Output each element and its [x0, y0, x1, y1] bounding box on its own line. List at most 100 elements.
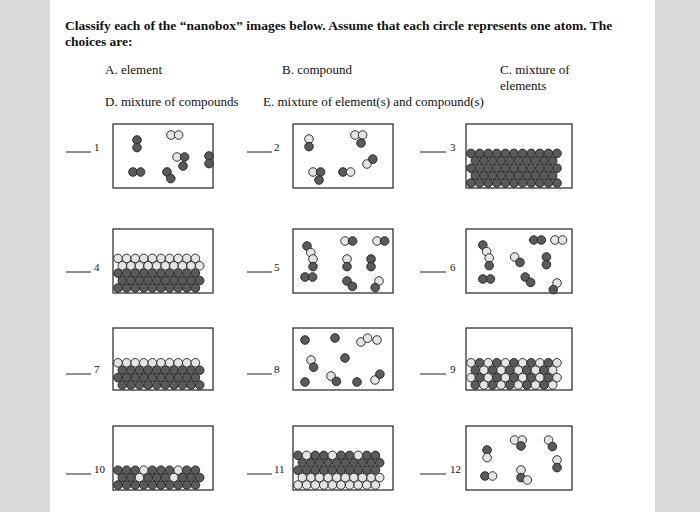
- atom: [516, 258, 525, 267]
- atom: [531, 381, 540, 390]
- atom: [367, 262, 376, 271]
- atom: [161, 381, 170, 390]
- atom: [118, 381, 127, 390]
- atom: [309, 262, 318, 271]
- answer-blank: [420, 374, 446, 375]
- item-number: 10: [94, 463, 105, 476]
- answer-blank: [420, 272, 446, 273]
- atom: [332, 377, 341, 386]
- atom: [331, 334, 340, 343]
- atom: [523, 381, 532, 390]
- atom: [518, 179, 527, 188]
- nanobox: [293, 229, 393, 293]
- atom: [346, 168, 355, 177]
- atom: [165, 284, 174, 293]
- atom: [358, 131, 367, 140]
- atom: [363, 334, 372, 343]
- nanobox: [293, 124, 393, 188]
- atom: [371, 283, 380, 292]
- atom: [301, 378, 310, 387]
- atom: [505, 381, 514, 390]
- atom: [183, 284, 192, 293]
- atom: [157, 481, 166, 490]
- answer-choice: B. compound: [282, 62, 352, 78]
- atom: [353, 378, 362, 387]
- answer-blank: [247, 152, 272, 153]
- item-number: 1: [94, 141, 100, 154]
- answer-blank: [247, 474, 272, 475]
- item-number: 6: [450, 261, 456, 274]
- atom: [501, 179, 510, 188]
- atom: [165, 481, 174, 490]
- item-number: 9: [450, 363, 456, 376]
- atom: [328, 481, 337, 490]
- atom: [488, 381, 497, 390]
- paper-sheet: [50, 0, 655, 512]
- atom: [510, 179, 519, 188]
- item-number: 3: [450, 141, 456, 154]
- atom: [548, 442, 557, 451]
- atom: [337, 481, 346, 490]
- item-number: 2: [274, 141, 280, 154]
- atom: [148, 481, 157, 490]
- atom: [178, 381, 187, 390]
- atom: [536, 179, 545, 188]
- atom: [183, 481, 192, 490]
- atom: [548, 381, 557, 390]
- atom: [136, 168, 145, 177]
- answer-blank: [420, 474, 446, 475]
- atom: [480, 381, 489, 390]
- nanobox-frame: [466, 328, 572, 390]
- atom: [114, 284, 123, 293]
- item-number: 11: [274, 463, 285, 476]
- atom: [127, 381, 136, 390]
- atom: [180, 153, 189, 162]
- atom: [205, 159, 214, 168]
- atom: [140, 481, 149, 490]
- answer-blank: [66, 474, 91, 475]
- atom: [380, 237, 389, 246]
- atom: [373, 336, 382, 345]
- nanobox-frame: [466, 124, 572, 188]
- answer-blank: [420, 152, 446, 153]
- atom: [488, 472, 497, 481]
- nanobox: [113, 124, 213, 188]
- atom: [348, 282, 357, 291]
- answer-blank: [247, 374, 272, 375]
- atom: [544, 179, 553, 188]
- nanobox-frame: [293, 229, 393, 293]
- atom: [485, 261, 494, 270]
- atom: [114, 481, 123, 490]
- atom: [553, 463, 562, 472]
- atom: [467, 179, 476, 188]
- nanobox: [466, 229, 572, 294]
- atom: [369, 155, 378, 164]
- atom: [305, 142, 314, 151]
- atom: [348, 237, 357, 246]
- atom: [174, 481, 183, 490]
- nanobox: [293, 328, 393, 390]
- atom: [195, 381, 204, 390]
- atom: [301, 336, 310, 345]
- nanobox-frame: [293, 328, 393, 390]
- atom: [140, 284, 149, 293]
- answer-blank: [247, 272, 272, 273]
- atom: [152, 381, 161, 390]
- nanobox: [293, 426, 393, 490]
- atom: [523, 476, 532, 485]
- atom: [122, 284, 131, 293]
- nanobox-frame: [466, 426, 572, 490]
- atom: [363, 481, 372, 490]
- atom: [371, 481, 380, 490]
- atom: [170, 381, 179, 390]
- atom: [309, 363, 318, 372]
- atom: [549, 285, 558, 294]
- nanobox: [113, 229, 213, 293]
- item-number: 4: [94, 261, 100, 274]
- nanobox: [466, 426, 572, 490]
- atom: [354, 481, 363, 490]
- atom: [191, 284, 200, 293]
- nanobox-frame: [113, 124, 213, 188]
- atom: [144, 381, 153, 390]
